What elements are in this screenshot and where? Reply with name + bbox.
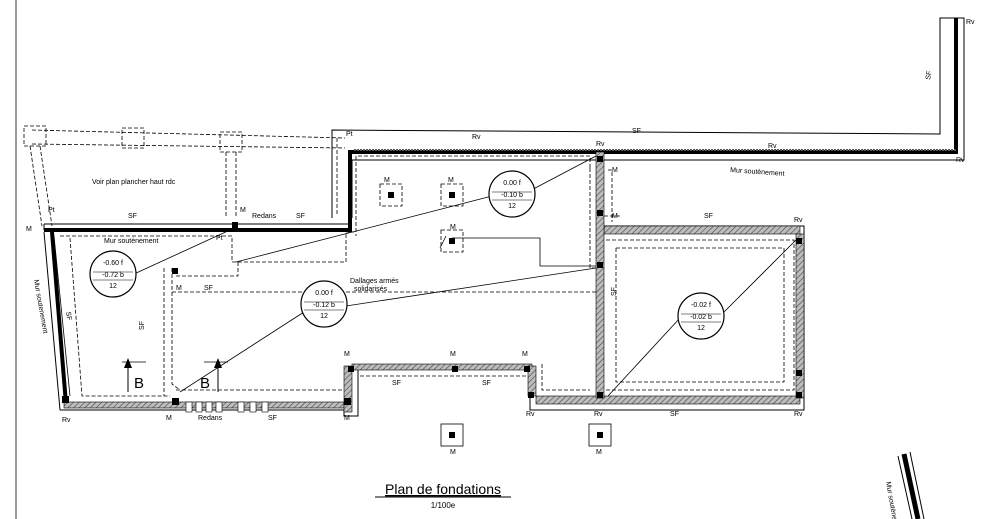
level-top: 0.00 f xyxy=(315,290,333,297)
annotation-mur-soutenement: Mur soutènement xyxy=(104,238,159,245)
column-markers xyxy=(62,156,802,405)
rv-label: Rv xyxy=(768,143,777,150)
retaining-wall-left xyxy=(43,223,352,411)
drawing-title: Plan de fondations xyxy=(385,481,501,497)
sf-label: SF xyxy=(925,70,933,80)
connector-lines xyxy=(439,235,596,267)
rv-label: Rv xyxy=(596,141,605,148)
level-top: 0.00 f xyxy=(503,180,521,187)
m-label: M xyxy=(612,167,618,174)
level-mid: -0.02 b xyxy=(690,314,712,321)
level-num: 12 xyxy=(508,203,516,210)
pt-label: Pt xyxy=(346,131,353,138)
drawing-scale: 1/100e xyxy=(431,501,456,510)
rv-label: Rv xyxy=(794,217,803,224)
level-num: 12 xyxy=(320,313,328,320)
section-label-b: B xyxy=(134,375,144,392)
retaining-wall-top xyxy=(331,17,965,230)
annotation-redans: Redans xyxy=(252,213,277,220)
m-label: M xyxy=(596,449,602,456)
section-marker-b-1 xyxy=(122,358,146,392)
leader-lines xyxy=(53,155,797,397)
rv-label: Rv xyxy=(526,411,535,418)
sf-label: SF xyxy=(64,311,72,321)
m-label: M xyxy=(612,213,618,220)
level-tag: 0.00 f -0.10 b 12 xyxy=(488,170,536,218)
level-top: -0.60 f xyxy=(103,260,123,267)
level-tag: 0.00 f -0.12 b 12 xyxy=(300,280,348,328)
sf-label: SF xyxy=(128,213,137,220)
m-label: M xyxy=(384,177,390,184)
pt-label: Pt xyxy=(216,235,223,242)
m-label: M xyxy=(166,415,172,422)
rv-label: Rv xyxy=(794,411,803,418)
annotation-redans: Redans xyxy=(198,415,223,422)
m-label: M xyxy=(240,207,246,214)
m-label: M xyxy=(344,415,350,422)
footing-dashed-lines xyxy=(60,155,795,397)
annotation-solidarises: solidarisés xyxy=(354,286,388,293)
level-tag: -0.02 f -0.02 b 12 xyxy=(677,292,725,340)
level-top: -0.02 f xyxy=(691,302,711,309)
sf-label: SF xyxy=(268,415,277,422)
sf-label: SF xyxy=(704,213,713,220)
annotation-voir-plan: Voir plan plancher haut rdc xyxy=(92,179,176,186)
pad-footings xyxy=(379,183,612,447)
m-label: M xyxy=(176,285,182,292)
section-label-b: B xyxy=(200,375,210,392)
level-tag: -0.60 f -0.72 b 12 xyxy=(89,250,137,298)
annotation-mur-soutenement: Mur soutènement xyxy=(730,167,785,178)
existing-structure-dashed xyxy=(23,125,346,227)
annotation-mur-soutenement: Mur soutènement xyxy=(884,481,900,519)
sf-label: SF xyxy=(670,411,679,418)
redans-steps xyxy=(185,401,269,413)
rv-label: Rv xyxy=(472,134,481,141)
m-label: M xyxy=(344,351,350,358)
sf-label: SF xyxy=(139,321,146,330)
rv-label: Rv xyxy=(62,417,71,424)
level-mid: -0.12 b xyxy=(313,302,335,309)
rv-label: Rv xyxy=(966,19,975,26)
sf-label: SF xyxy=(392,380,401,387)
retaining-wall-bottom-right xyxy=(897,451,925,519)
level-num: 12 xyxy=(109,283,117,290)
m-label: M xyxy=(26,226,32,233)
section-marker-b-2 xyxy=(204,358,228,392)
sf-label: SF xyxy=(482,380,491,387)
sf-label: SF xyxy=(204,285,213,292)
m-label: M xyxy=(450,224,456,231)
m-label: M xyxy=(522,351,528,358)
level-num: 12 xyxy=(697,325,705,332)
m-label: M xyxy=(450,449,456,456)
sf-label: SF xyxy=(611,287,618,296)
pt-label: Pt xyxy=(48,207,55,214)
sf-label: SF xyxy=(296,213,305,220)
rv-label: Rv xyxy=(956,157,965,164)
annotation-mur-soutenement: Mur soutenement xyxy=(32,279,48,334)
level-mid: -0.72 b xyxy=(102,272,124,279)
annotation-dallages: Dallages armés xyxy=(350,278,399,285)
m-label: M xyxy=(448,177,454,184)
rv-label: Rv xyxy=(594,411,603,418)
sf-label: SF xyxy=(632,128,641,135)
m-label: M xyxy=(450,351,456,358)
level-mid: -0.10 b xyxy=(501,192,523,199)
